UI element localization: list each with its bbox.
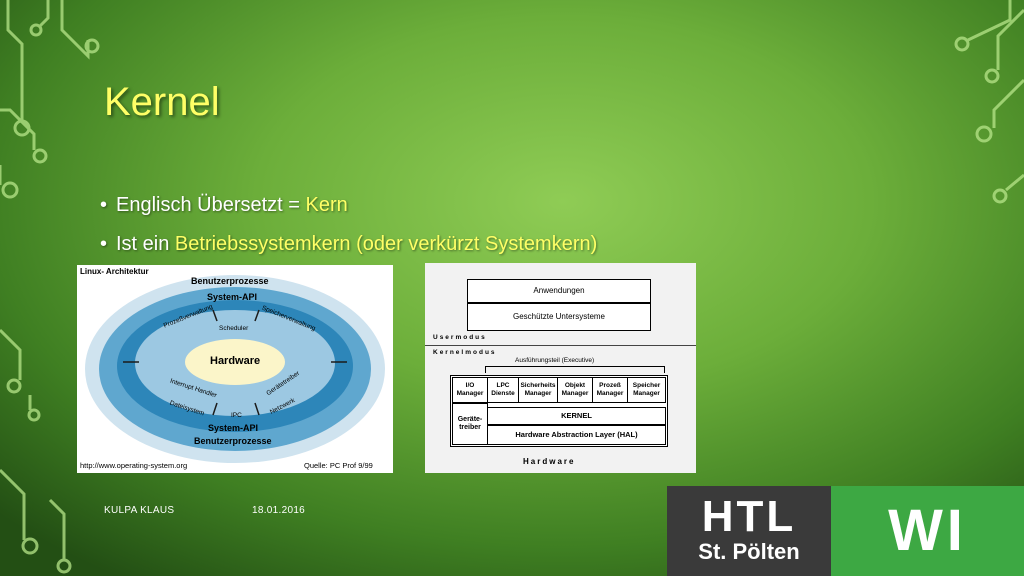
linux-title: Linux- Architektur	[80, 267, 149, 276]
linux-architecture-diagram: Linux- Architektur Benutzerprozesse Syst…	[77, 265, 393, 473]
hardware-core: Hardware	[210, 355, 261, 367]
kernel-box: KERNEL	[487, 407, 666, 425]
driver-box: Geräte-treiber	[452, 403, 488, 445]
executive-bracket	[485, 366, 665, 373]
bullet-dot-icon: •	[100, 233, 108, 255]
module-label: Scheduler	[219, 325, 249, 332]
wi-logo: WI	[831, 486, 1024, 576]
bullet-dot-icon: •	[100, 194, 108, 216]
manager-box: Prozeß Manager	[592, 377, 628, 403]
bullet-highlight: Betriebssystemkern (oder verkürzt System…	[174, 233, 598, 255]
benutzerprozesse-bottom: Benutzerprozesse	[194, 436, 272, 446]
usermodus-label: Usermodus	[433, 334, 487, 341]
slide-title: Kernel	[104, 80, 220, 124]
nt-architecture-diagram: Anwendungen Geschützte Untersysteme User…	[425, 263, 696, 473]
nt-box-untersysteme: Geschützte Untersysteme	[467, 303, 651, 331]
system-api-bottom: System-API	[208, 423, 259, 433]
bullet-list: • Englisch Übersetzt = Kern • Ist ein Betr…	[100, 194, 597, 272]
manager-box: I/O Manager	[452, 377, 488, 403]
htl-logo-subtext: St. Pölten	[698, 539, 800, 564]
module-label: IPC	[231, 412, 242, 419]
bullet-item: • Englisch Übersetzt = Kern	[100, 194, 597, 217]
manager-box: Sicherheits Manager	[518, 377, 558, 403]
hal-box: Hardware Abstraction Layer (HAL)	[487, 425, 666, 445]
executive-label: Ausführungsteil (Executive)	[515, 357, 595, 364]
bullet-highlight: Kern	[305, 194, 348, 216]
manager-box: Objekt Manager	[557, 377, 593, 403]
hardware-label: Hardware	[523, 457, 576, 466]
footer-date: 18.01.2016	[252, 505, 306, 516]
manager-box: Speicher Manager	[627, 377, 666, 403]
manager-box: LPC Dienste	[487, 377, 519, 403]
bullet-text: Englisch Übersetzt =	[116, 194, 306, 216]
footer-author: KULPA KLAUS	[104, 505, 175, 516]
system-api-top: System-API	[207, 292, 258, 302]
mode-divider	[425, 345, 696, 346]
htl-logo-text: HTL	[701, 492, 797, 541]
source-credit: Quelle: PC Prof 9/99	[304, 461, 373, 470]
nt-box-anwendungen: Anwendungen	[467, 279, 651, 303]
benutzerprozesse-top: Benutzerprozesse	[191, 276, 269, 286]
source-url: http://www.operating-system.org	[80, 461, 188, 470]
kernelmodus-label: Kernelmodus	[433, 349, 497, 356]
bullet-text: Ist ein	[116, 233, 175, 255]
htl-logo: HTL St. Pölten	[667, 486, 831, 576]
bullet-item: • Ist ein Betriebssystemkern (oder verkür…	[100, 233, 597, 256]
